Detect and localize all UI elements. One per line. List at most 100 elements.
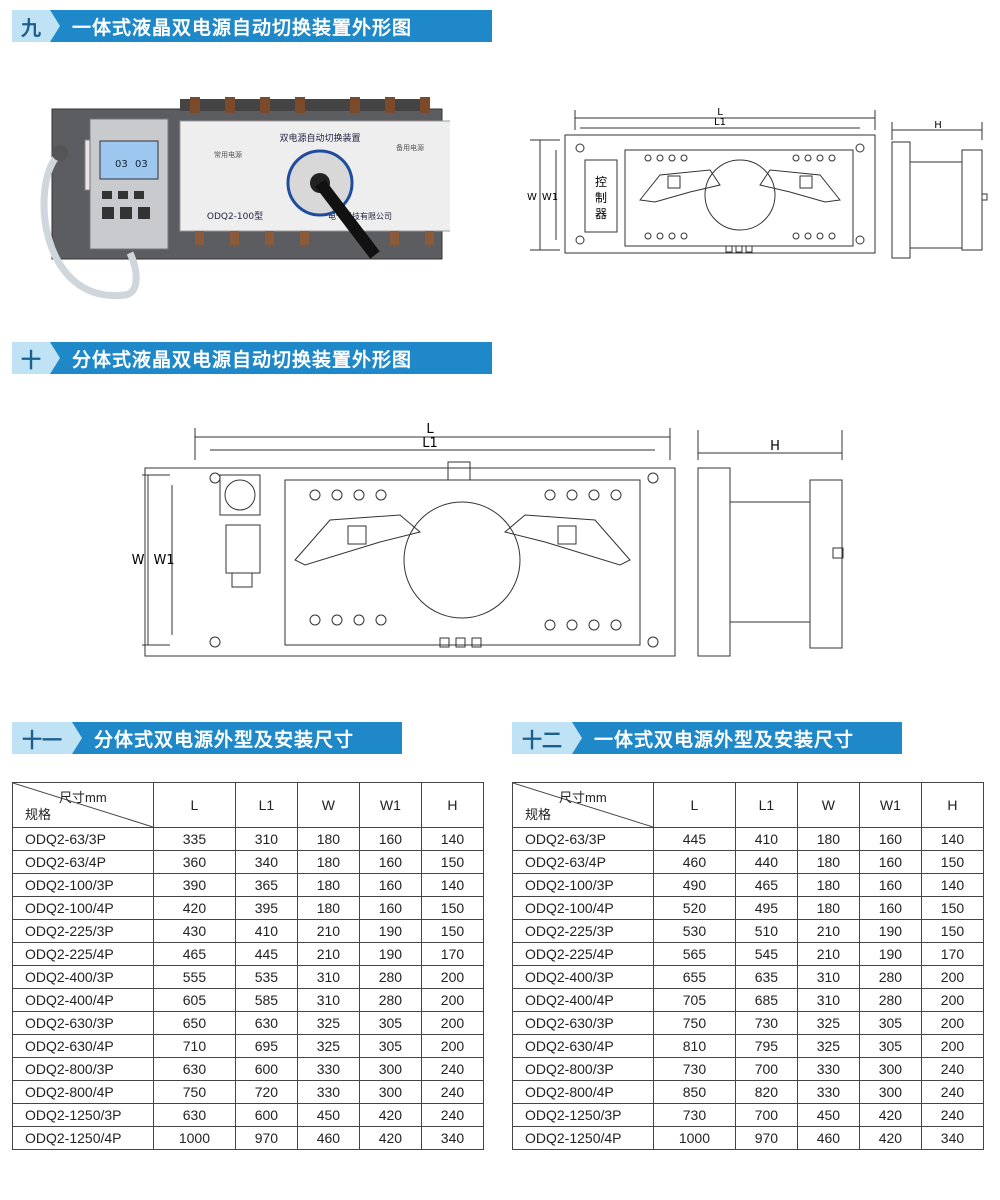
value-cell: 180: [796, 896, 860, 920]
section-title: 分体式双电源外型及安装尺寸: [94, 728, 355, 751]
dim-W: W: [527, 192, 537, 203]
value-cell: 190: [858, 919, 922, 943]
device-title: 双电源自动切换装置: [279, 132, 360, 144]
value-cell: 450: [796, 1103, 860, 1127]
dim-H: H: [934, 120, 942, 131]
col-header-W: W: [796, 782, 860, 828]
model-cell: ODQ2-630/4P: [512, 1034, 654, 1058]
value-cell: 420: [858, 1103, 922, 1127]
value-cell: 795: [734, 1034, 798, 1058]
value-cell: 520: [653, 896, 736, 920]
model-cell: ODQ2-100/3P: [512, 873, 654, 897]
integrated-outline-drawing: L L1 W W1 H 控 制 器: [527, 107, 988, 259]
model-cell: ODQ2-400/3P: [512, 965, 654, 989]
value-cell: 180: [296, 896, 360, 920]
value-cell: 310: [796, 965, 860, 989]
value-cell: 395: [234, 896, 298, 920]
table-corner-header: 尺寸mm 规格: [12, 782, 154, 828]
value-cell: 445: [653, 827, 736, 851]
dim-H: H: [770, 439, 780, 454]
value-cell: 305: [358, 1034, 422, 1058]
value-cell: 310: [296, 988, 360, 1012]
device-model-label: ODQ2-100型: [207, 211, 263, 222]
value-cell: 300: [858, 1080, 922, 1104]
model-cell: ODQ2-400/4P: [512, 988, 654, 1012]
value-cell: 460: [296, 1126, 360, 1150]
value-cell: 420: [358, 1126, 422, 1150]
value-cell: 970: [734, 1126, 798, 1150]
dim-W: W: [132, 553, 145, 568]
value-cell: 695: [234, 1034, 298, 1058]
value-cell: 160: [358, 873, 422, 897]
value-cell: 705: [653, 988, 736, 1012]
value-cell: 460: [653, 850, 736, 874]
value-cell: 200: [920, 1034, 985, 1058]
value-cell: 150: [920, 850, 985, 874]
screen-left-value: 03: [115, 159, 128, 170]
value-cell: 150: [420, 919, 485, 943]
model-cell: ODQ2-225/4P: [12, 942, 154, 966]
value-cell: 555: [153, 965, 236, 989]
dim-W1: W1: [542, 192, 558, 203]
value-cell: 410: [734, 827, 798, 851]
value-cell: 635: [734, 965, 798, 989]
value-cell: 750: [153, 1080, 236, 1104]
value-cell: 160: [858, 873, 922, 897]
value-cell: 310: [234, 827, 298, 851]
model-cell: ODQ2-1250/3P: [12, 1103, 154, 1127]
model-cell: ODQ2-225/4P: [512, 942, 654, 966]
value-cell: 730: [653, 1057, 736, 1081]
value-cell: 685: [734, 988, 798, 1012]
value-cell: 420: [358, 1103, 422, 1127]
section-header-12: 十二 一体式双电源外型及安装尺寸: [512, 722, 902, 754]
value-cell: 430: [153, 919, 236, 943]
value-cell: 655: [653, 965, 736, 989]
value-cell: 650: [153, 1011, 236, 1035]
value-cell: 305: [858, 1034, 922, 1058]
value-cell: 200: [920, 988, 985, 1012]
value-cell: 170: [420, 942, 485, 966]
value-cell: 280: [858, 988, 922, 1012]
value-cell: 200: [420, 1034, 485, 1058]
value-cell: 190: [358, 942, 422, 966]
model-cell: ODQ2-400/4P: [12, 988, 154, 1012]
value-cell: 330: [296, 1057, 360, 1081]
value-cell: 330: [796, 1080, 860, 1104]
split-outline-drawing: L L1 W W1 H: [132, 422, 844, 657]
value-cell: 440: [734, 850, 798, 874]
model-cell: ODQ2-100/4P: [12, 896, 154, 920]
product-photo: 双电源自动切换装置 常用电源 备用电源 ODQ2-100型 电气科技有限公司 0…: [40, 97, 450, 299]
value-cell: 630: [153, 1103, 236, 1127]
model-cell: ODQ2-630/3P: [512, 1011, 654, 1035]
device-maker-label: 电气科技有限公司: [328, 211, 392, 221]
value-cell: 565: [653, 942, 736, 966]
model-cell: ODQ2-63/4P: [512, 850, 654, 874]
screen-right-value: 03: [135, 159, 148, 170]
value-cell: 180: [296, 873, 360, 897]
value-cell: 600: [234, 1103, 298, 1127]
section-title: 一体式液晶双电源自动切换装置外形图: [72, 16, 413, 39]
section-number: 十二: [512, 722, 582, 754]
value-cell: 280: [858, 965, 922, 989]
value-cell: 280: [358, 988, 422, 1012]
value-cell: 700: [734, 1103, 798, 1127]
value-cell: 160: [858, 827, 922, 851]
value-cell: 710: [153, 1034, 236, 1058]
value-cell: 160: [858, 850, 922, 874]
value-cell: 360: [153, 850, 236, 874]
model-cell: ODQ2-400/3P: [12, 965, 154, 989]
